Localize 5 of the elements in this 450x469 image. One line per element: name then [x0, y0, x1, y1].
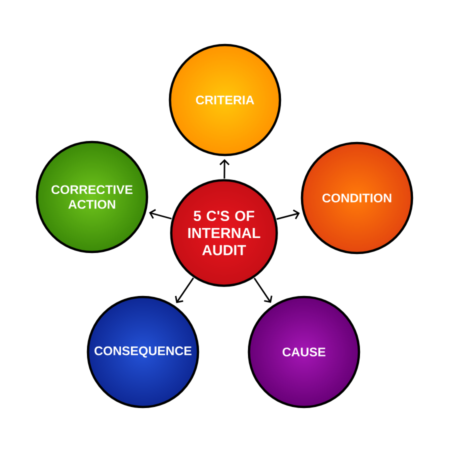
arrow	[149, 209, 172, 220]
arrow	[276, 209, 300, 220]
arrow	[219, 159, 230, 179]
arrow	[254, 278, 272, 303]
arrow	[174, 278, 194, 304]
